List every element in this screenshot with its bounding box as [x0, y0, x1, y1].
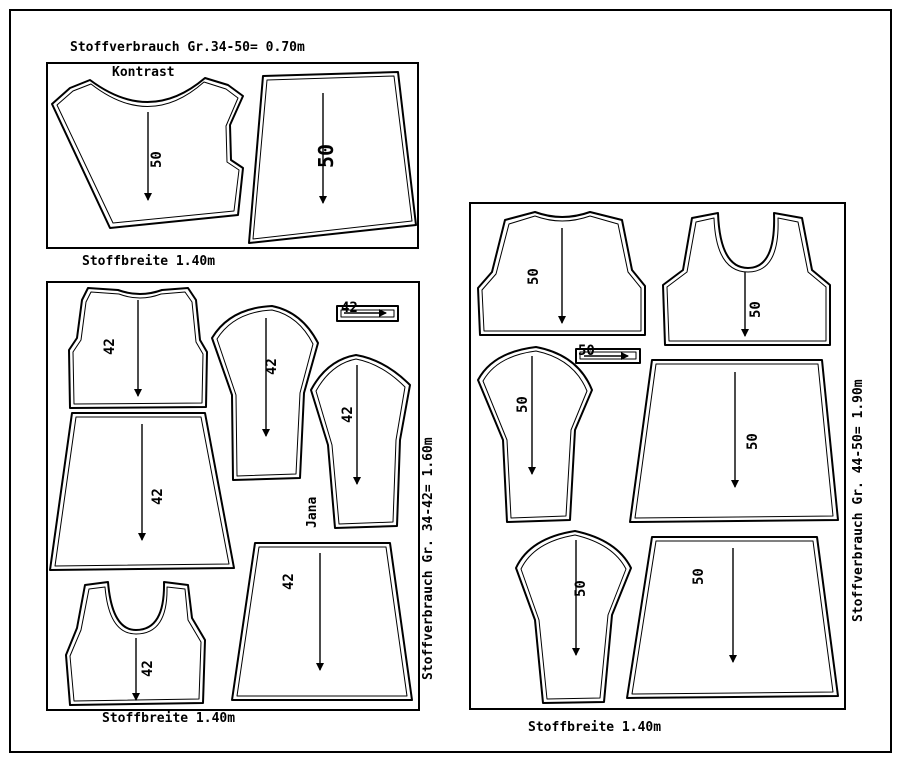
right-skirt-b-size-label: 50: [691, 568, 707, 585]
left-skirt-b-size-label: 42: [281, 573, 297, 590]
top-contrast-label: Kontrast: [112, 65, 175, 80]
left-width-label: Stoffbreite 1.40m: [102, 711, 235, 726]
left-strip-size-label: 42: [341, 300, 358, 316]
left-layout-box: [46, 281, 420, 711]
top-layout-box: [46, 62, 419, 249]
left-sleeve-1-piece: 42: [211, 305, 319, 481]
right-sleeve-2-piece: 50: [515, 530, 632, 704]
right-usage-label: Stoffverbrauch Gr. 44-50= 1.90m: [851, 379, 866, 622]
left-strip-piece: 42: [336, 300, 399, 322]
left-model-label: Jana: [305, 497, 320, 528]
right-strip-piece: 50: [575, 343, 641, 364]
right-front-size-label: 50: [748, 301, 764, 318]
left-sleeve-2-size-label: 42: [340, 406, 356, 423]
right-front-bodice-piece: 50: [662, 212, 831, 346]
top-skirt-piece: 50: [248, 71, 417, 244]
right-sleeve-2-size-label: 50: [573, 580, 589, 597]
left-skirt-b-piece: 42: [231, 542, 413, 701]
right-sleeve-1-piece: 50: [477, 346, 593, 523]
outer-frame: [9, 9, 892, 753]
top-usage-label: Stoffverbrauch Gr.34-50= 0.70m: [70, 40, 305, 55]
top-skirt-size-label: 50: [314, 144, 338, 168]
left-skirt-a-piece: 42: [49, 412, 235, 571]
right-layout-box: [469, 202, 846, 710]
right-skirt-a-size-label: 50: [745, 433, 761, 450]
left-sleeve-2-piece: 42: [310, 354, 411, 529]
left-usage-label: Stoffverbrauch Gr. 34-42= 1.60m: [421, 437, 436, 680]
left-skirt-a-size-label: 42: [150, 488, 166, 505]
right-width-label: Stoffbreite 1.40m: [528, 720, 661, 735]
left-back-bodice-piece: 42: [68, 287, 208, 409]
top-front-size-label: 50: [149, 151, 165, 168]
top-width-label: Stoffbreite 1.40m: [82, 254, 215, 269]
top-front-bodice-piece: 50: [51, 77, 244, 229]
right-skirt-a-piece: 50: [629, 359, 839, 523]
right-sleeve-1-size-label: 50: [515, 396, 531, 413]
left-back-size-label: 42: [102, 338, 118, 355]
right-strip-size-label: 50: [578, 343, 595, 359]
left-front-bodice-piece: 42: [65, 581, 206, 706]
left-front-size-label: 42: [140, 660, 156, 677]
right-skirt-b-piece: 50: [626, 536, 839, 699]
right-back-size-label: 50: [526, 268, 542, 285]
right-back-bodice-piece: 50: [477, 211, 646, 336]
left-sleeve-1-size-label: 42: [264, 358, 280, 375]
